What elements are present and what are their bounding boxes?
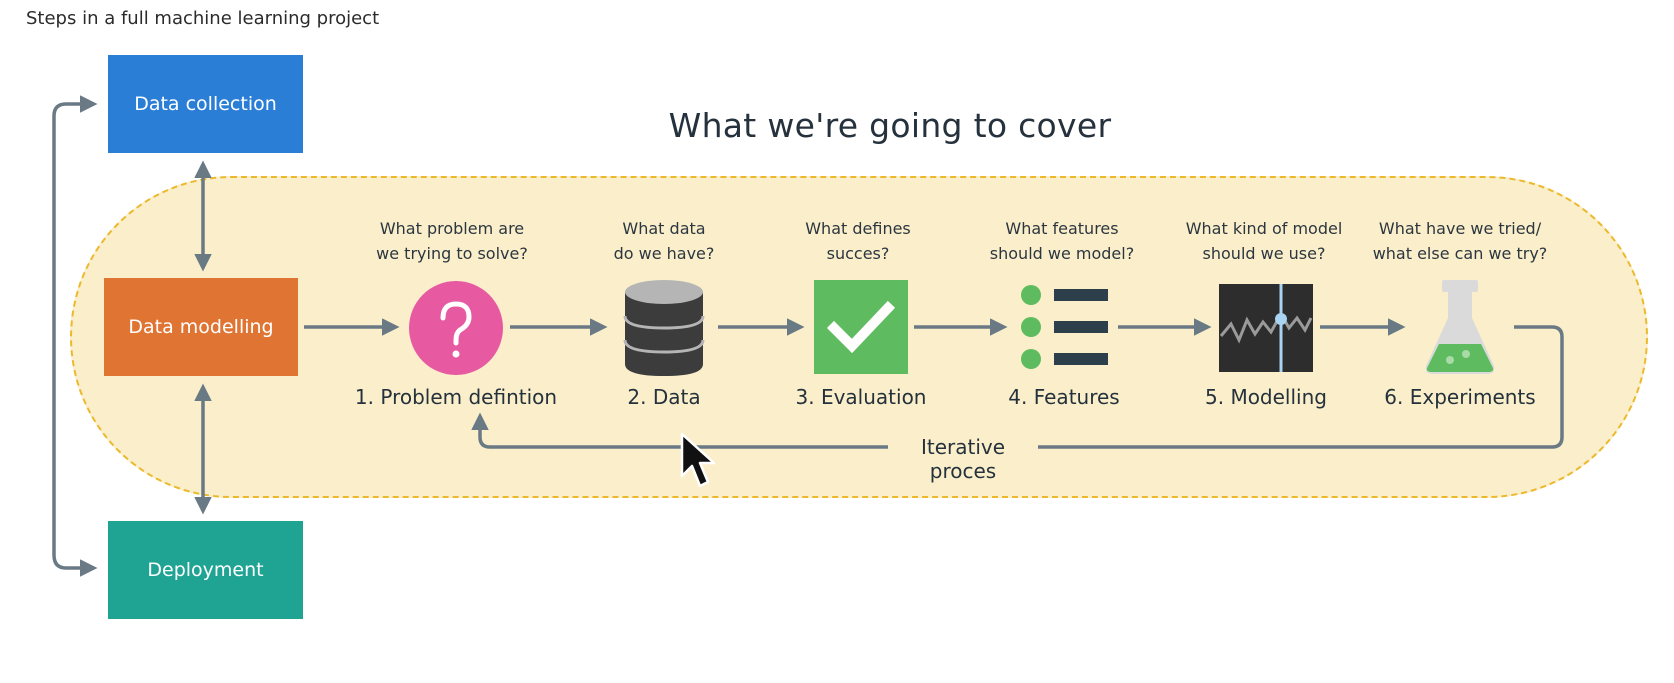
question-mark-icon [409, 281, 503, 375]
iterative-process-label: Iterative proces [888, 435, 1038, 483]
diagram-title: What we're going to cover [668, 106, 1112, 145]
data-modelling-label: Data modelling [128, 316, 274, 338]
deployment-label: Deployment [147, 559, 264, 581]
deployment-box: Deployment [108, 521, 303, 619]
step-2-question: What data do we have? [564, 216, 764, 266]
step-2-question-line-1: What data [622, 219, 706, 238]
step-6-label: 6. Experiments [1384, 385, 1536, 409]
step-2-question-line-2: do we have? [613, 244, 715, 263]
step-1-question: What problem are we trying to solve? [352, 216, 552, 266]
data-modelling-box: Data modelling [104, 278, 298, 376]
step-3-question-line-2: succes? [826, 244, 890, 263]
outer-loop-arrow [52, 95, 98, 577]
step-5-question: What kind of model should we use? [1164, 216, 1364, 266]
step-4-question-line-2: should we model? [989, 244, 1135, 263]
step-3-question: What defines succes? [758, 216, 958, 266]
step-3-question-line-1: What defines [805, 219, 911, 238]
step-1-question-line-1: What problem are [379, 219, 525, 238]
step-3-label: 3. Evaluation [795, 385, 927, 409]
data-collection-label: Data collection [134, 93, 277, 115]
checkmark-icon [814, 280, 908, 374]
step-4-question: What features should we model? [962, 216, 1162, 266]
list-icon [1021, 285, 1108, 369]
step-6-question-line-2: what else can we try? [1372, 244, 1548, 263]
step-1-question-line-2: we trying to solve? [376, 244, 528, 263]
step-4-question-line-1: What features [1005, 219, 1119, 238]
iterative-loop-arrow [471, 325, 1564, 449]
step-6-question: What have we tried/ what else can we try… [1360, 216, 1560, 266]
step-2-label: 2. Data [627, 385, 701, 409]
diagram-caption: Steps in a full machine learning project [26, 8, 380, 29]
mouse-cursor-icon [680, 432, 716, 488]
step-4-label: 4. Features [1008, 385, 1120, 409]
step-5-label: 5. Modelling [1205, 385, 1327, 409]
step-6-question-line-1: What have we tried/ [1378, 219, 1542, 238]
flask-icon [1425, 280, 1495, 374]
step-5-question-line-2: should we use? [1202, 244, 1326, 263]
database-icon [623, 280, 705, 376]
data-collection-box: Data collection [108, 55, 303, 153]
chart-icon [1219, 284, 1313, 372]
step-5-question-line-1: What kind of model [1185, 219, 1343, 238]
step-1-label: 1. Problem defintion [354, 385, 558, 409]
